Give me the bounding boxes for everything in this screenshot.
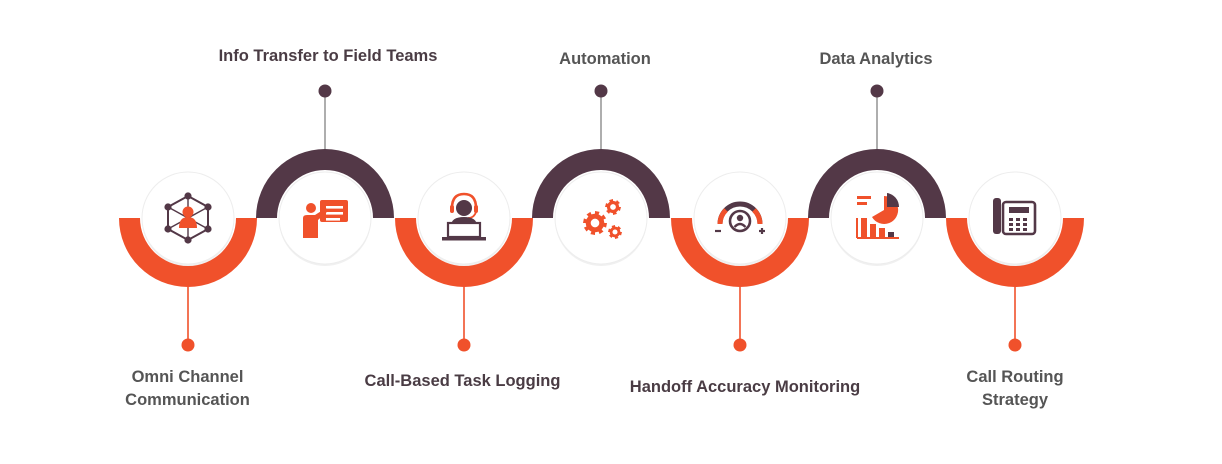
step-label-1-line-2: Communication	[125, 391, 250, 409]
step-4-arc	[532, 149, 670, 218]
step-1-connector-dot	[181, 338, 195, 352]
step-7-disc	[968, 171, 1062, 265]
step-label-3: Call-Based Task Logging	[340, 370, 585, 393]
step-label-5-line-1: Handoff Accuracy Monitoring	[629, 378, 861, 396]
step-label-7-line-1: Call Routing	[966, 368, 1064, 386]
step-6-arc	[808, 149, 946, 218]
arc-layer	[119, 149, 1084, 287]
step-label-2-line-1: Info Transfer to Field Teams	[218, 47, 438, 65]
bar-pie-chart-icon	[856, 193, 900, 239]
connector-layer	[181, 84, 1022, 352]
step-label-5: Handoff Accuracy Monitoring	[600, 376, 890, 399]
step-label-4: Automation	[505, 48, 705, 71]
presentation-board-icon	[303, 200, 348, 238]
icon-layer	[164, 192, 1037, 244]
step-label-1-line-1: Omni Channel	[131, 368, 244, 386]
step-2-connector-dot	[318, 84, 332, 98]
step-7-connector-dot	[1008, 338, 1022, 352]
step-label-4-line-1: Automation	[559, 50, 651, 68]
step-label-7-line-2: Strategy	[981, 391, 1049, 409]
step-2-arc	[256, 149, 394, 218]
step-label-6-line-1: Data Analytics	[819, 50, 933, 68]
step-label-7: Call Routing Strategy	[920, 366, 1110, 412]
step-3-arc	[395, 218, 533, 287]
step-label-6: Data Analytics	[776, 48, 976, 71]
step-1-arc	[119, 218, 257, 287]
step-label-1: Omni Channel Communication	[95, 366, 280, 412]
gauge-user-icon	[715, 201, 765, 234]
headset-agent-icon	[442, 192, 486, 241]
step-5-connector-dot	[733, 338, 747, 352]
step-label-2: Info Transfer to Field Teams	[198, 45, 458, 68]
step-4-connector-dot	[594, 84, 608, 98]
step-label-3-line-1: Call-Based Task Logging	[364, 372, 561, 390]
step-5-arc	[671, 218, 809, 287]
step-7-arc	[946, 218, 1084, 287]
step-3-connector-dot	[457, 338, 471, 352]
desk-phone-icon	[993, 198, 1037, 236]
gears-icon	[583, 199, 622, 239]
network-person-icon	[164, 192, 212, 244]
step-6-connector-dot	[870, 84, 884, 98]
